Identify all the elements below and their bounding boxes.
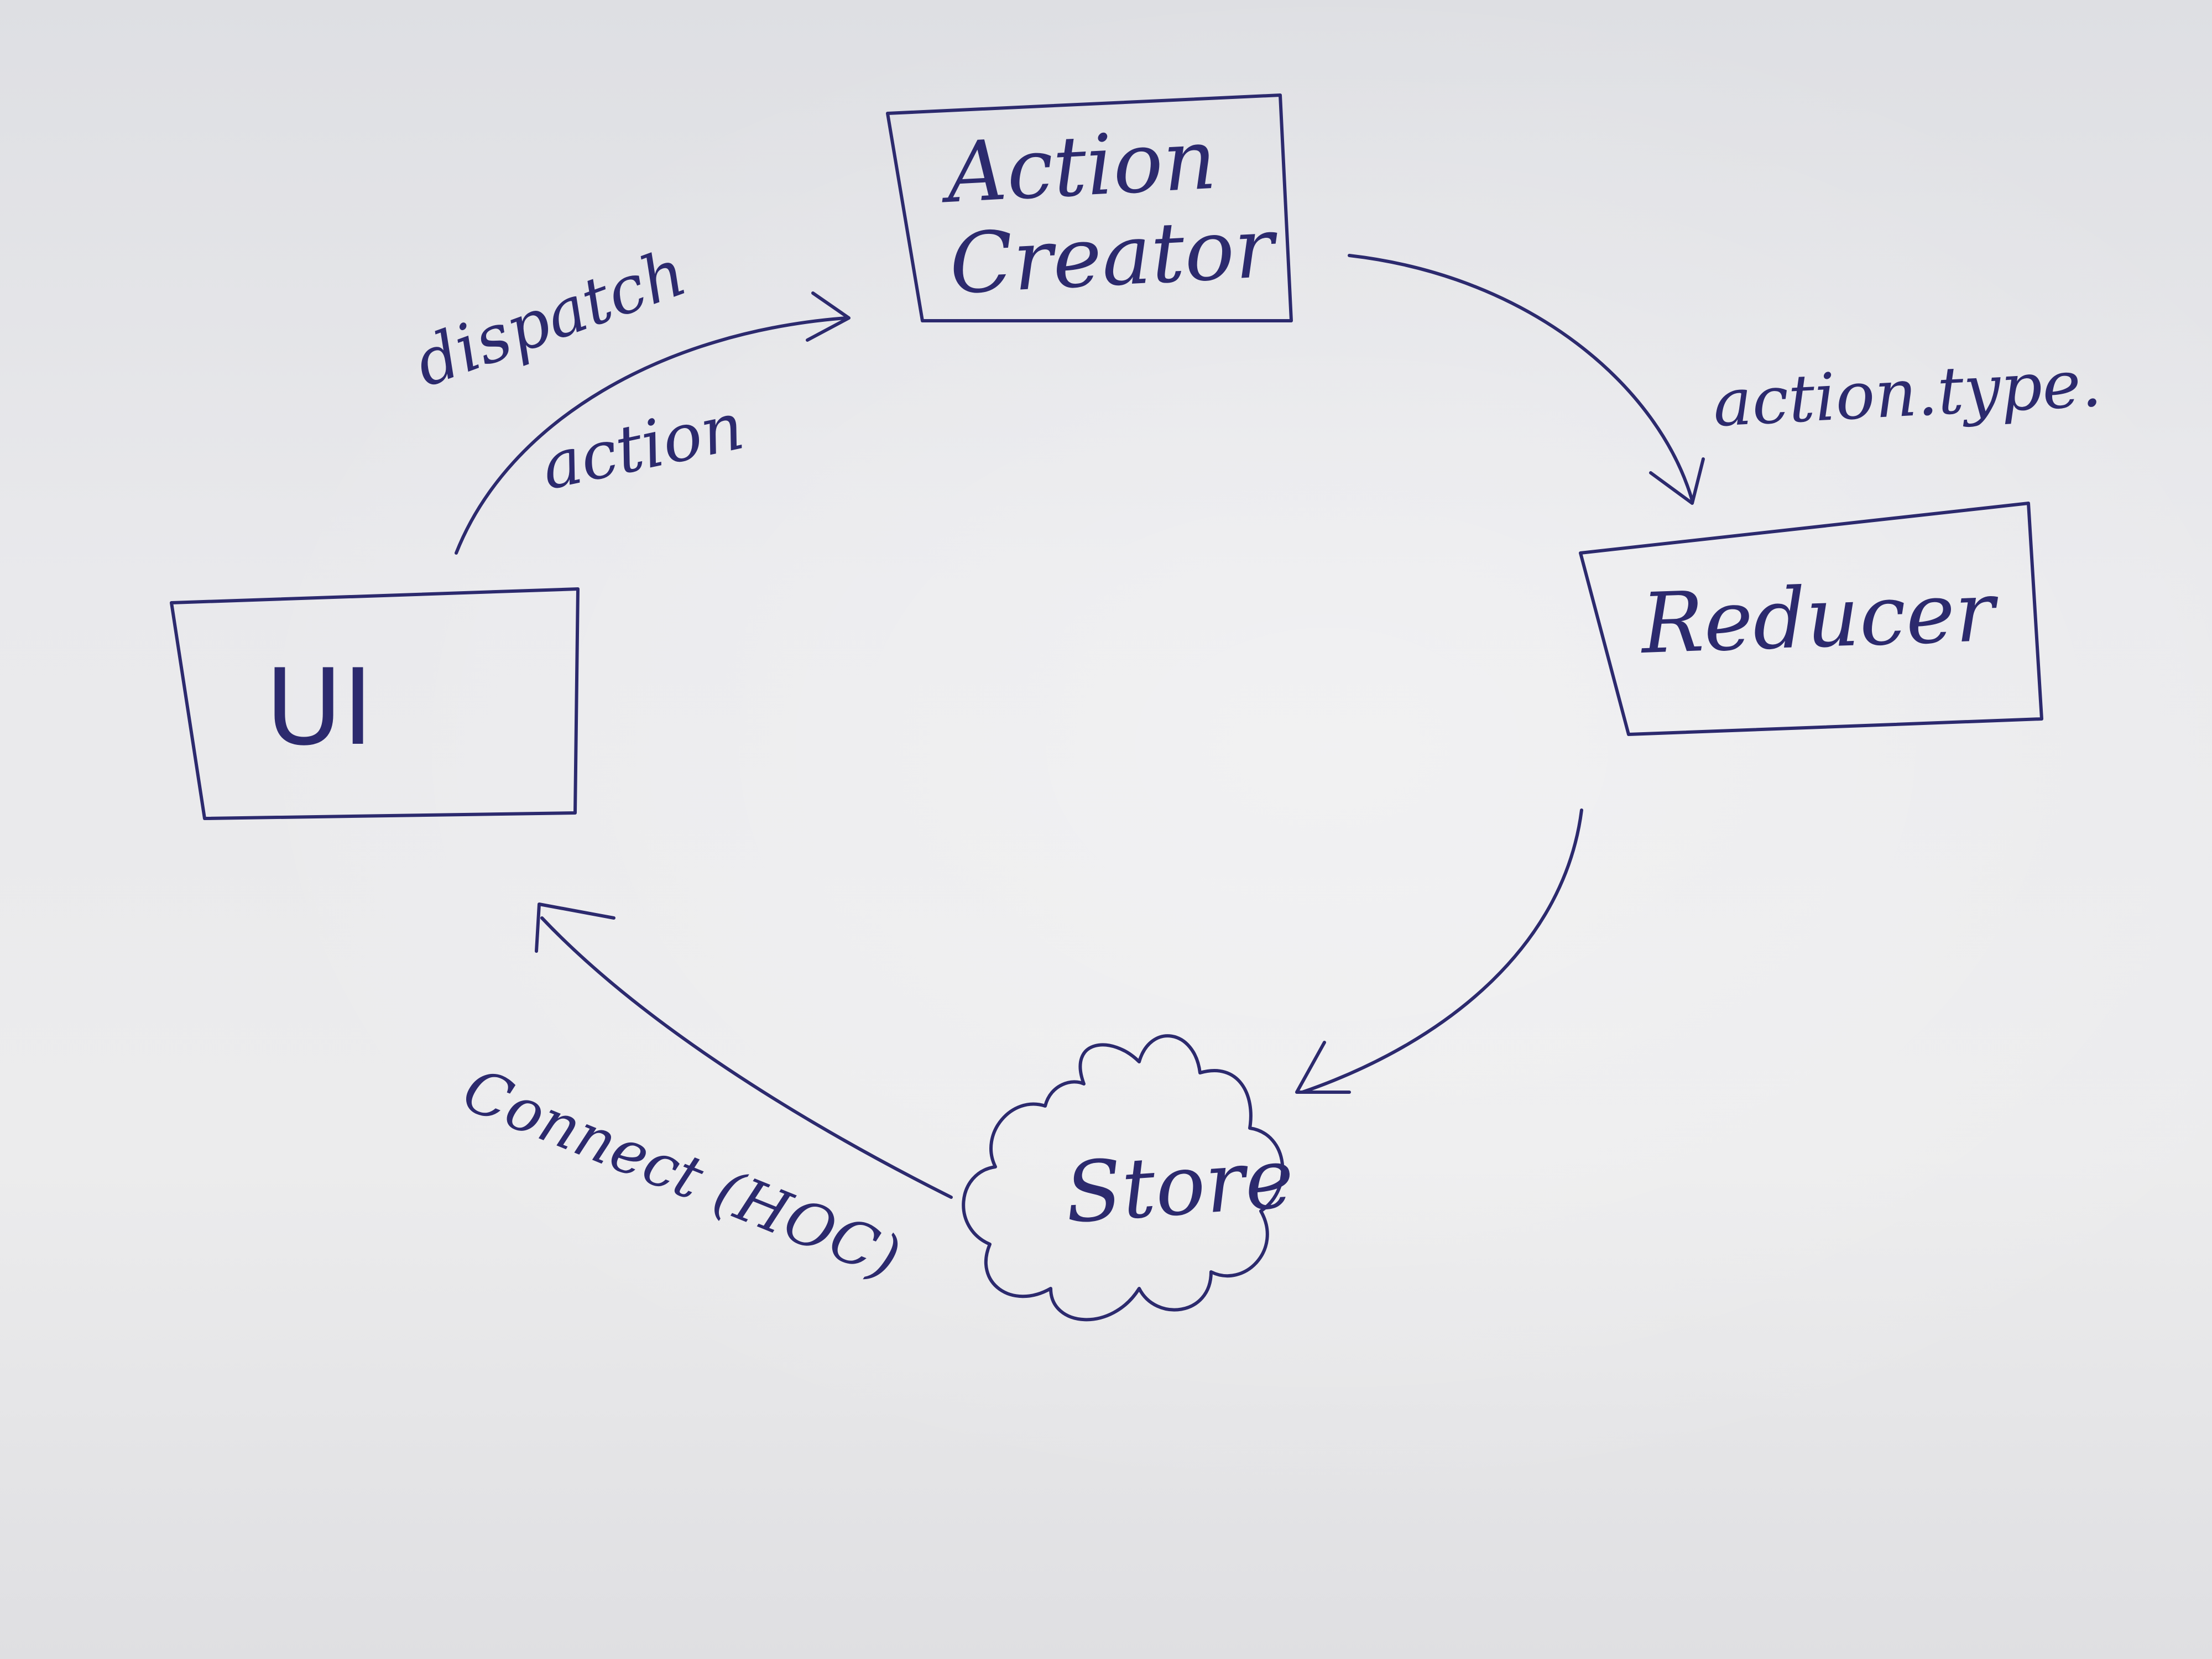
reducer-label: Reducer <box>1638 564 2001 673</box>
dispatch-action-label: action <box>535 388 750 505</box>
reducer-to-store-arrow-line <box>1301 808 1583 1094</box>
store-cloud <box>962 1034 1285 1322</box>
connect-arrowhead <box>535 902 615 953</box>
dispatch-arrow: dispatch action <box>405 233 851 555</box>
ui-node: UI <box>170 587 580 820</box>
action-type-arrowhead <box>1649 457 1705 505</box>
action-type-arrow-line <box>1348 254 1694 502</box>
reducer-to-store-arrowhead <box>1295 1041 1351 1094</box>
action-creator-label-line1: Action <box>938 112 1219 222</box>
reducer-box <box>1579 502 2043 736</box>
action-type-arrow: action.type. <box>1348 254 2104 505</box>
action-creator-label-line2: Creator <box>947 200 1281 313</box>
connect-label: Connect (HOC) <box>453 1055 909 1293</box>
reducer-node: Reducer <box>1579 502 2043 736</box>
connect-arrow: Connect (HOC) <box>453 902 953 1293</box>
action-creator-box <box>886 93 1293 322</box>
store-label: Store <box>1062 1130 1297 1241</box>
ui-box <box>170 587 580 820</box>
action-creator-node: Action Creator <box>886 93 1293 322</box>
dispatch-arrowhead <box>806 291 851 342</box>
ui-label: UI <box>265 646 373 769</box>
connect-arrow-line <box>540 916 953 1199</box>
store-node: Store <box>962 1034 1297 1322</box>
reducer-to-store-arrow <box>1295 808 1583 1094</box>
action-type-label: action.type. <box>1711 345 2103 441</box>
dispatch-arrow-line <box>455 316 848 555</box>
dispatch-label: dispatch <box>405 233 696 401</box>
